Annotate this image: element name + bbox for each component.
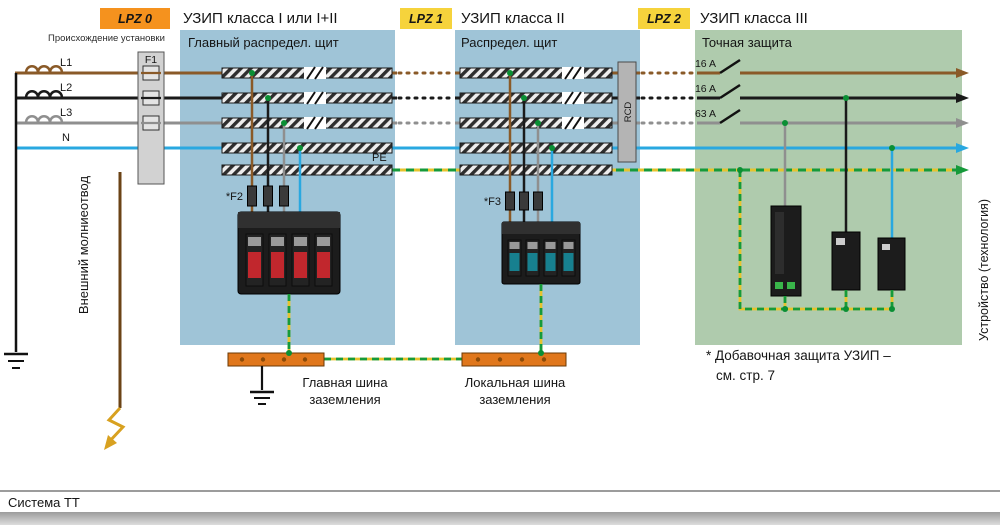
coil-l3-icon bbox=[24, 115, 64, 124]
lpz0-badge bbox=[100, 8, 170, 29]
f2-label: *F2 bbox=[226, 191, 243, 203]
isolator-slashes-panel1 bbox=[304, 66, 326, 130]
main-bus-label-line1: Главная шина bbox=[302, 375, 388, 390]
system-label: Система ТТ bbox=[8, 495, 80, 510]
wire-l3-arrow-icon bbox=[956, 118, 969, 128]
busbar-pe-panel2 bbox=[459, 164, 613, 176]
spd-class2-device bbox=[501, 221, 581, 285]
breaker-label-1: 16 A bbox=[695, 58, 716, 70]
panel-dist-board bbox=[455, 30, 640, 345]
f1-block bbox=[137, 51, 165, 185]
spd-fuses-panel2 bbox=[505, 191, 543, 211]
panel-dist-board-label: Распредел. щит bbox=[461, 35, 557, 50]
wire-pe-arrow-icon bbox=[956, 165, 969, 175]
origin-label: Происхождение установки bbox=[48, 33, 165, 44]
isolator-slash-icon bbox=[304, 116, 326, 130]
panel-fine-protection-label: Точная защита bbox=[702, 35, 793, 50]
f1-label: F1 bbox=[145, 54, 157, 66]
earth-bus-local bbox=[461, 352, 567, 367]
isolator-slash-icon bbox=[562, 66, 584, 80]
busbar-l1-panel2 bbox=[459, 67, 613, 79]
lpz1-badge bbox=[400, 8, 452, 29]
busbar-pe-panel1 bbox=[221, 164, 393, 176]
rcd-block bbox=[617, 61, 637, 163]
wire-l2-arrow-icon bbox=[956, 93, 969, 103]
footer-bar bbox=[0, 512, 1000, 525]
isolator-slash-icon bbox=[562, 91, 584, 105]
source-earth-conductor bbox=[4, 73, 28, 369]
rcd-label: RCD bbox=[623, 102, 634, 123]
panel-main-board-label: Главный распредел. щит bbox=[188, 35, 339, 50]
wire-n-arrow-icon bbox=[956, 143, 969, 153]
lightning-arrowhead-icon bbox=[104, 435, 117, 450]
main-bus-label-line2: заземления bbox=[309, 392, 380, 407]
line-label-pe: PE bbox=[372, 152, 387, 164]
lpz0-label: LPZ 0 bbox=[118, 12, 152, 26]
spd-class2-modules bbox=[507, 239, 576, 277]
fine-device-2 bbox=[831, 231, 861, 291]
breakers bbox=[719, 58, 741, 125]
breaker-blade-icon bbox=[719, 58, 741, 75]
lightning-arrow-icon bbox=[105, 406, 126, 446]
spd-class1-device bbox=[237, 211, 341, 295]
spd-fuses-panel1 bbox=[247, 185, 289, 207]
class1-title: УЗИП класса I или I+II bbox=[183, 10, 338, 27]
busbar-l2-panel2 bbox=[459, 92, 613, 104]
note-line1: * Добавочная защита УЗИП – bbox=[706, 348, 891, 363]
green-indicator-icon bbox=[787, 282, 795, 289]
isolator-slashes-panel2 bbox=[562, 66, 584, 130]
fine-device-1 bbox=[770, 205, 802, 297]
class2-title: УЗИП класса II bbox=[461, 10, 565, 27]
panel-fine-protection bbox=[695, 30, 962, 345]
busbar-n-panel1 bbox=[221, 142, 393, 154]
lpz1-label: LPZ 1 bbox=[409, 12, 443, 26]
green-indicator-icon bbox=[775, 282, 783, 289]
ground-icon-source bbox=[4, 352, 28, 369]
drops-panel3 bbox=[783, 98, 894, 238]
breaker-label-2: 16 A bbox=[695, 83, 716, 95]
coil-l2-icon bbox=[24, 90, 64, 99]
local-bus-label-line2: заземления bbox=[479, 392, 550, 407]
spd-class1-modules bbox=[245, 233, 333, 287]
wire-l1-arrow-icon bbox=[956, 68, 969, 78]
isolator-slash-icon bbox=[304, 66, 326, 80]
isolator-slash-icon bbox=[304, 91, 326, 105]
earth-bond-green bbox=[287, 170, 894, 361]
note-line2: см. стр. 7 bbox=[716, 368, 775, 383]
line-label-l3: L3 bbox=[60, 107, 72, 119]
busbar-n-panel2 bbox=[459, 142, 613, 154]
line-label-l2: L2 bbox=[60, 82, 72, 94]
isolator-slash-icon bbox=[562, 116, 584, 130]
breaker-blade-icon bbox=[719, 108, 741, 125]
f3-label: *F3 bbox=[484, 196, 501, 208]
line-label-n: N bbox=[62, 132, 70, 144]
coil-l1-icon bbox=[24, 65, 64, 74]
local-bus-label-line1: Локальная шина bbox=[465, 375, 566, 390]
breaker-blade-icon bbox=[719, 83, 741, 100]
side-label-right: Устройство (технология) bbox=[977, 199, 991, 341]
junction-dots bbox=[249, 70, 895, 356]
class3-title: УЗИП класса III bbox=[700, 10, 808, 27]
breaker-label-3: 63 A bbox=[695, 108, 716, 120]
side-label-left: Внешний молниеотвод bbox=[76, 176, 91, 315]
earth-bus-main bbox=[227, 352, 325, 367]
ground-icon-main-bus bbox=[250, 366, 274, 405]
line-label-l1: L1 bbox=[60, 57, 72, 69]
lpz2-badge bbox=[638, 8, 690, 29]
lpz2-label: LPZ 2 bbox=[647, 12, 681, 26]
fine-device-3 bbox=[877, 237, 906, 291]
